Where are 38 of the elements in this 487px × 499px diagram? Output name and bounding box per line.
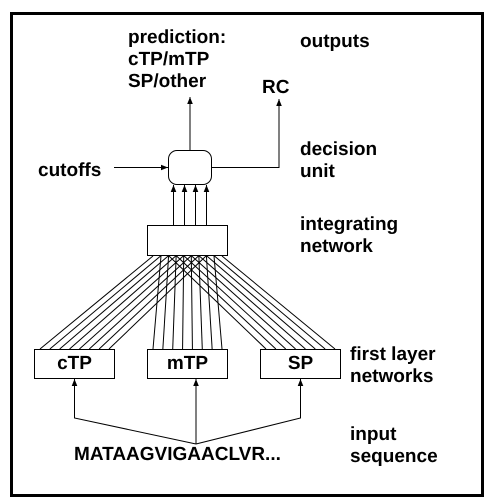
level-label: input sequence bbox=[350, 424, 439, 468]
connector-line bbox=[98, 256, 199, 350]
connector-line bbox=[206, 256, 213, 350]
arrow bbox=[187, 96, 193, 150]
level-label: first layer networks bbox=[350, 344, 437, 388]
node-text: RC bbox=[262, 77, 296, 99]
node-text: prediction: cTP/mTP SP/other bbox=[128, 27, 244, 97]
connector-line bbox=[88, 256, 192, 350]
arrow bbox=[204, 184, 210, 226]
network-box bbox=[147, 225, 228, 256]
node-text: cutoffs bbox=[38, 160, 114, 184]
network-box: mTP bbox=[147, 349, 228, 379]
arrow bbox=[182, 184, 188, 226]
connector-line bbox=[182, 256, 184, 350]
arrow bbox=[192, 184, 198, 226]
connector-line bbox=[184, 256, 286, 350]
connector-line bbox=[152, 256, 162, 350]
connector-line bbox=[108, 256, 206, 350]
arrow bbox=[193, 378, 199, 444]
arrow bbox=[114, 164, 168, 170]
network-box: cTP bbox=[34, 349, 115, 379]
connector-line bbox=[172, 256, 177, 350]
connector-line bbox=[162, 256, 170, 350]
network-box: SP bbox=[260, 349, 341, 379]
level-label: integrating network bbox=[300, 214, 400, 258]
decision-unit-box bbox=[168, 150, 212, 185]
arrow bbox=[170, 184, 176, 226]
arrow bbox=[72, 378, 196, 444]
arrow bbox=[196, 378, 304, 444]
connector-line bbox=[176, 256, 276, 350]
connector-line bbox=[190, 256, 193, 350]
level-label: decision unit bbox=[300, 139, 378, 183]
connector-line bbox=[168, 256, 266, 350]
arrow bbox=[212, 98, 282, 168]
level-label: outputs bbox=[300, 31, 371, 53]
connector-line bbox=[198, 256, 203, 350]
node-text: MATAAGVIGAACLVR... bbox=[74, 444, 318, 468]
connector-line bbox=[214, 256, 222, 350]
